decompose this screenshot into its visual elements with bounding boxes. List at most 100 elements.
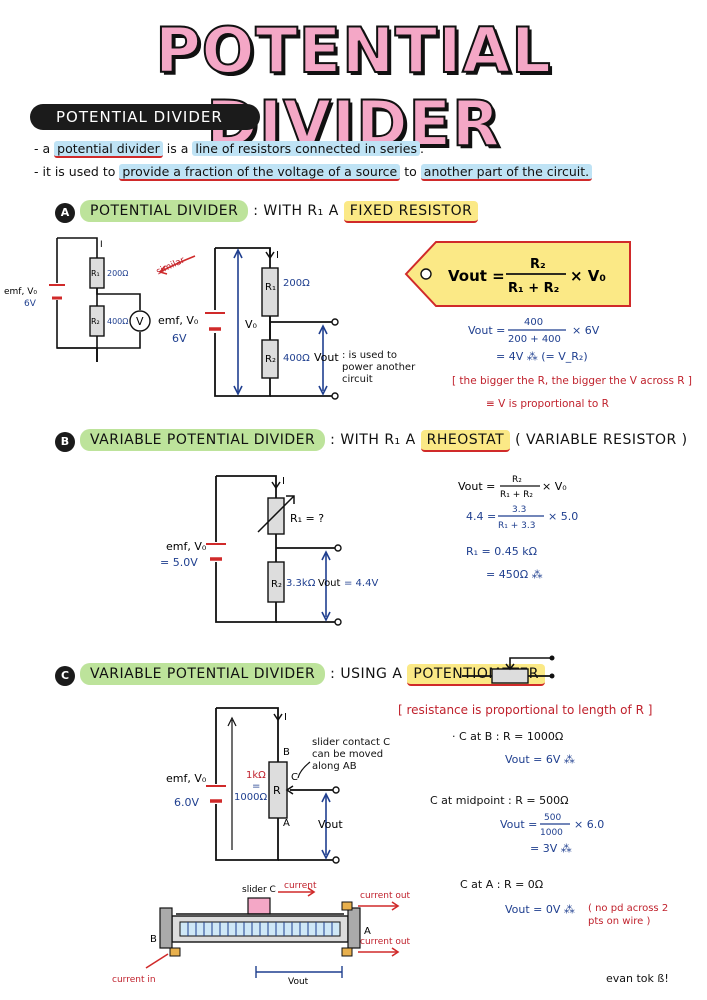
case-b-line-1: · C at B : R = 1000Ω <box>452 730 564 743</box>
bullet-2-pre: - it is used to <box>34 164 116 179</box>
signature: evan tok ß! <box>606 972 669 985</box>
small-voltmeter-label: V <box>136 315 144 328</box>
pot-b-label: B <box>150 934 157 945</box>
c-r-value-1: 1kΩ <box>246 770 266 781</box>
c-emf-label: emf, V₀ <box>166 772 207 785</box>
slider-note: slider contact C can be moved along AB <box>312 737 391 772</box>
small-circuit <box>56 237 141 362</box>
section-b-title-end: ( VARIABLE RESISTOR ) <box>515 432 688 448</box>
case-mid-line-1: C at midpoint : R = 500Ω <box>430 794 569 807</box>
c-r-label: R <box>273 784 281 797</box>
similar-label: similar <box>155 255 187 277</box>
calc-b-l1-lhs: Vout = <box>458 480 495 493</box>
case-a-line-1: C at A : R = 0Ω <box>460 878 544 891</box>
bullet-1-mid: is a <box>166 141 189 156</box>
bullet-1-pre: - a <box>34 141 51 156</box>
calc-b-l4: = 450Ω ⁂ <box>486 568 543 581</box>
c-c-label: C <box>291 772 298 783</box>
pot-vout-label: Vout <box>288 977 309 987</box>
section-b-title-red: RHEOSTAT <box>420 430 511 452</box>
small-voltmeter <box>129 310 151 332</box>
bullet-2-b: another part of the circuit. <box>420 164 593 181</box>
section-pill: POTENTIAL DIVIDER <box>30 104 260 130</box>
b-r1-label: R₁ = ? <box>290 512 324 525</box>
bullet-1: - a potential divider is a line of resis… <box>34 141 424 158</box>
small-emf-value: 6V <box>24 299 37 309</box>
c-vout-label: Vout <box>318 818 343 831</box>
terminal-top-right <box>341 901 353 911</box>
pot-current-out-1: current out <box>360 891 411 901</box>
pot-current-out-2: current out <box>360 937 411 947</box>
bullet-2-a: provide a fraction of the voltage of a s… <box>119 164 401 181</box>
potentiometer-symbol <box>462 655 555 684</box>
pot-slider-label: slider C <box>242 885 276 895</box>
section-c-circuit: I B C A R 1kΩ = 1000Ω emf, V₀ 6.0V Vout <box>166 707 343 864</box>
calc-b-l2-rhs: × 5.0 <box>548 510 578 523</box>
c-current-label: I <box>284 712 287 723</box>
pot-current-in: current in <box>112 975 156 985</box>
formula-lhs: Vout = <box>448 267 505 285</box>
formula-den: R₁ + R₂ <box>508 281 559 296</box>
current-in-arrow <box>145 953 169 969</box>
calc-a-den: 200 + 400 <box>508 334 561 345</box>
bullet-1-term: potential divider <box>54 141 163 158</box>
small-r1-label: R₁ <box>91 269 100 278</box>
pot-a-label: A <box>364 926 371 937</box>
formula-tag-hole <box>420 268 432 280</box>
pot-slider <box>247 897 271 915</box>
fixed-r2 <box>267 561 285 603</box>
case-mid-line-2: Vout = 500 1000 × 6.0 <box>500 813 604 838</box>
calc-b-l1-rhs: × V₀ <box>542 480 567 493</box>
big-emf-value: 6V <box>172 332 187 345</box>
big-r1-value: 200Ω <box>283 278 310 289</box>
case-mid-den: 1000 <box>540 828 563 838</box>
big-emf-label: emf, V₀ <box>158 314 199 327</box>
calc-b-l1-num: R₂ <box>512 475 522 485</box>
big-r2-label: R₂ <box>265 354 276 365</box>
section-b-calc: Vout = R₂ R₁ + R₂ × V₀ 4.4 = 3.3 R₁ + 3.… <box>458 475 578 581</box>
case-b-line-2: Vout = 6V ⁂ <box>505 753 575 766</box>
small-r1-value: 200Ω <box>107 269 128 278</box>
section-b-heading: VARIABLE POTENTIAL DIVIDER : WITH R₁ A R… <box>80 429 688 452</box>
section-c-note: [ resistance is proportional to length o… <box>398 703 653 717</box>
b-vout-label: Vout <box>318 578 341 589</box>
slider-note-pointer <box>297 761 311 779</box>
b-vout-value: = 4.4V <box>344 578 378 589</box>
section-c-title-green: VARIABLE POTENTIAL DIVIDER <box>80 663 326 685</box>
calc-a-lhs: Vout = <box>468 324 505 337</box>
calc-b-l3: R₁ = 0.45 kΩ <box>466 545 537 558</box>
b-r2-value: 3.3kΩ <box>286 578 316 589</box>
section-a-note-2: ≡ V is proportional to R <box>486 398 609 410</box>
section-a-title-yellow: FIXED RESISTOR <box>343 201 479 223</box>
calc-a-rhs: × 6V <box>572 324 600 337</box>
section-a-title-mid: : WITH R₁ A <box>253 203 339 219</box>
page-title: POTENTIAL DIVIDER <box>154 13 552 161</box>
small-current-label: I <box>100 240 103 250</box>
b-current-label: I <box>282 476 285 487</box>
b-emf-value: = 5.0V <box>160 556 198 569</box>
section-b-badge: B <box>55 432 75 452</box>
section-a-title-green: POTENTIAL DIVIDER <box>80 200 249 222</box>
calc-a-num: 400 <box>524 317 543 328</box>
case-mid-rhs: × 6.0 <box>574 818 604 831</box>
c-b-label: B <box>283 747 290 758</box>
rheostat-r1 <box>267 497 285 535</box>
rheostat-arrow <box>257 495 295 533</box>
big-r2-value: 400Ω <box>283 353 310 364</box>
similar-arrow <box>159 255 196 273</box>
big-current-label: I <box>276 250 279 261</box>
b-emf-label: emf, V₀ <box>166 540 207 553</box>
c-r-eq: = <box>252 781 260 792</box>
c-r-value-2: 1000Ω <box>234 792 267 803</box>
bullet-2-mid: to <box>404 164 417 179</box>
big-v0-label: V₀ <box>245 318 258 331</box>
case-a-line-2: Vout = 0V ⁂ <box>505 903 575 916</box>
small-emf-label: emf, V₀ <box>4 287 37 297</box>
terminal-bottom-left <box>169 947 181 957</box>
formula-num: R₂ <box>530 257 546 272</box>
big-vout-label: Vout <box>314 351 339 364</box>
vout-note: : is used to power another circuit <box>342 350 416 385</box>
case-mid-num: 500 <box>544 813 561 823</box>
calc-a-result: = 4V ⁂ (= V_R₂) <box>496 350 588 363</box>
formula-rhs: × V₀ <box>570 267 606 285</box>
